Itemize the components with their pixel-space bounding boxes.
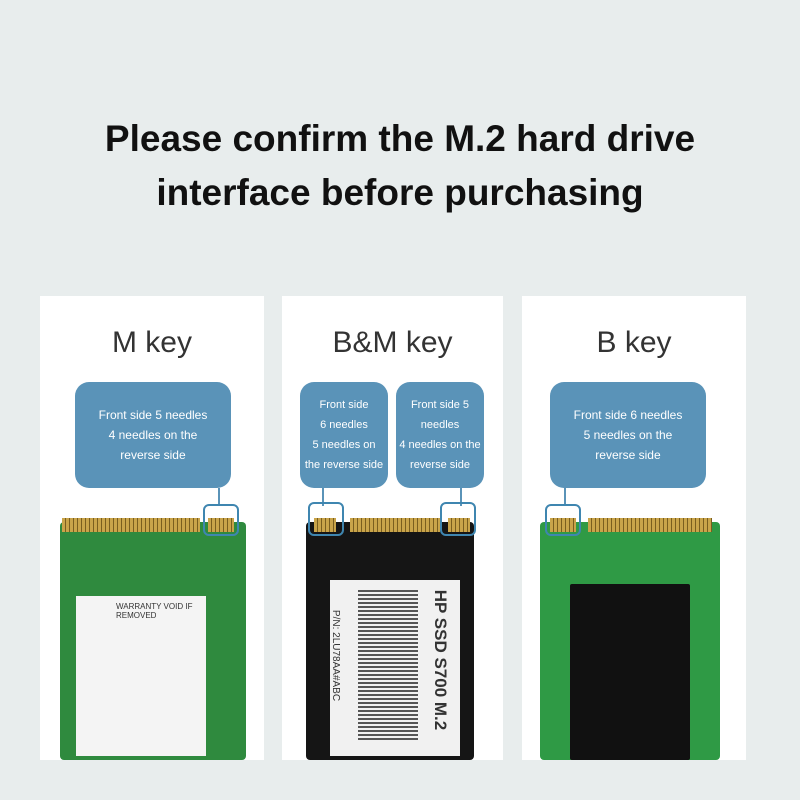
callout-right: Front side 5 needles 4 needles on the rever… [396, 382, 484, 488]
callout-pointer [218, 488, 220, 506]
callout-line: Front side 6 needles [573, 408, 683, 422]
callout-line: reverse side [120, 448, 186, 462]
connector-pins [448, 518, 470, 532]
callout-line: 5 needles on the [583, 428, 673, 442]
key-title: B key [596, 326, 672, 359]
connector-pins [314, 518, 336, 532]
product-label: HP SSD S700 M.2 P/N: 2LU78AA#ABC [330, 580, 460, 756]
callout-line: 6 needles [320, 419, 368, 431]
panel-m-key: M key Front side 5 needles 4 needles on t… [40, 296, 264, 760]
product-name: HP SSD S700 M.2 [430, 589, 450, 731]
callout: Front side 6 needles 5 needles on the reve… [550, 382, 706, 488]
highlight-ring [545, 504, 581, 536]
memory-chip [570, 584, 690, 760]
part-number: P/N: 2LU78AA#ABC [330, 609, 342, 702]
callout-line: 4 needles on the [108, 428, 198, 442]
connector-pins [588, 518, 712, 532]
callout-pointer [460, 488, 462, 506]
callout-line: Front side 5 [410, 399, 470, 411]
callout-left: Front side 6 needles 5 needles on the rever… [300, 382, 388, 488]
headline: Please confirm the M.2 hard drive interf… [0, 112, 800, 220]
key-title: B&M key [332, 326, 453, 359]
callout-line: Front side 5 needles [98, 408, 208, 422]
highlight-ring [440, 502, 476, 536]
callout-line: reverse side [595, 448, 661, 462]
callout: Front side 5 needles 4 needles on the reve… [75, 382, 231, 488]
callout-pointer [564, 488, 566, 506]
barcode [358, 590, 418, 740]
callout-line: 4 needles on the [399, 439, 481, 451]
key-title: M key [111, 326, 192, 359]
callout-line: reverse side [410, 459, 470, 471]
connector-pins [350, 518, 440, 532]
callout-pointer [322, 488, 324, 506]
connector-pins [550, 518, 576, 532]
callout-line: the reverse side [304, 459, 384, 471]
panel-b-key: B key Front side 6 needles 5 needles on t… [522, 296, 746, 760]
callout-line: 5 needles on [312, 439, 376, 451]
highlight-ring [308, 502, 344, 536]
connector-pins [62, 518, 200, 532]
connector-pins [208, 518, 234, 532]
headline-line-1: Please confirm the M.2 hard drive [104, 118, 696, 159]
warranty-label: WARRANTY VOID IF REMOVED [76, 596, 206, 756]
highlight-ring [203, 504, 239, 536]
headline-line-2: interface before purchasing [156, 172, 644, 213]
callout-line: Front side [319, 399, 369, 411]
callout-line: needles [420, 419, 460, 431]
panel-bm-key: B&M key Front side 6 needles 5 needles on t… [282, 296, 503, 760]
